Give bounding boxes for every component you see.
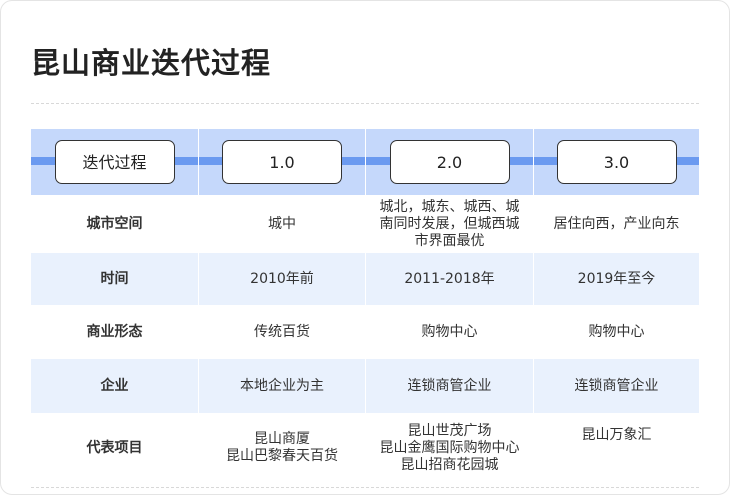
table-cell: 本地企业为主	[199, 359, 366, 413]
table-cell: 购物中心	[366, 305, 534, 359]
table-row: 时间 2010年前 2011-2018年 2019年至今	[31, 253, 699, 305]
cell-line: 城北，城东、城西、城	[379, 198, 520, 215]
table-cell: 居住向西，产业向东	[534, 195, 699, 253]
page-title: 昆山商业迭代过程	[31, 46, 272, 80]
cell-line: 南同时发展，但城西城	[379, 215, 520, 232]
cell-line: 昆山万象汇	[581, 427, 652, 443]
cell-line: 居住向西，产业向东	[553, 215, 680, 232]
table-cell: 2019年至今	[577, 270, 656, 287]
cell-line: 昆山世茂广场	[407, 422, 492, 439]
table-cell: 城北，城东、城西、城 南同时发展，但城西城 市界面最优	[366, 195, 534, 253]
table-cell: 连锁商管企业	[574, 377, 659, 394]
header-cell: 3.0	[534, 129, 699, 195]
header-cell: 2.0	[366, 129, 534, 195]
table-cell: 传统百货	[199, 305, 366, 359]
cell-line: 昆山巴黎春天百货	[226, 448, 338, 464]
table-cell: 昆山商厦 昆山巴黎春天百货	[199, 413, 366, 483]
header-cell: 迭代过程	[31, 129, 199, 195]
row-label: 企业	[31, 359, 199, 413]
table-cell: 2011-2018年	[366, 253, 534, 305]
table-cell: 昆山万象汇	[534, 413, 699, 483]
table-cell: 购物中心	[588, 323, 645, 340]
bottom-divider	[31, 487, 699, 488]
table-cell: 连锁商管企业	[366, 359, 534, 413]
table-header: 迭代过程 1.0 2.0 3.0	[31, 129, 699, 195]
cell-line: 昆山商厦	[254, 431, 310, 447]
header-pill: 1.0	[222, 140, 342, 184]
row-label: 商业形态	[31, 305, 199, 359]
iteration-table: 迭代过程 1.0 2.0 3.0 城市空间 城中 城北，城东、城西、城 南同时发…	[31, 129, 699, 483]
cell-line: 市界面最优	[414, 232, 485, 249]
header-pill: 迭代过程	[54, 140, 175, 184]
table-cell: 2010年前	[199, 253, 366, 305]
row-label: 城市空间	[31, 195, 199, 253]
cell-line: 昆山招商花园城	[400, 456, 499, 473]
header-cell: 1.0	[199, 129, 366, 195]
row-label: 时间	[31, 253, 199, 305]
header-pill: 2.0	[389, 140, 510, 184]
cell-line: 昆山金鹰国际购物中心	[379, 439, 520, 456]
table-cell: 昆山世茂广场 昆山金鹰国际购物中心 昆山招商花园城	[366, 413, 534, 483]
title-divider	[31, 103, 699, 104]
table-row: 代表项目 昆山商厦 昆山巴黎春天百货 昆山世茂广场 昆山金鹰国际购物中心 昆山招…	[31, 413, 699, 483]
header-pill: 3.0	[556, 140, 677, 184]
table-cell: 城中	[199, 195, 366, 253]
table-row: 城市空间 城中 城北，城东、城西、城 南同时发展，但城西城 市界面最优 居住向西…	[31, 195, 699, 253]
table-row: 企业 本地企业为主 连锁商管企业 连锁商管企业	[31, 359, 699, 413]
row-label: 代表项目	[31, 413, 199, 483]
cell-line: 城中	[268, 215, 296, 232]
table-row: 商业形态 传统百货 购物中心 购物中心	[31, 305, 699, 359]
